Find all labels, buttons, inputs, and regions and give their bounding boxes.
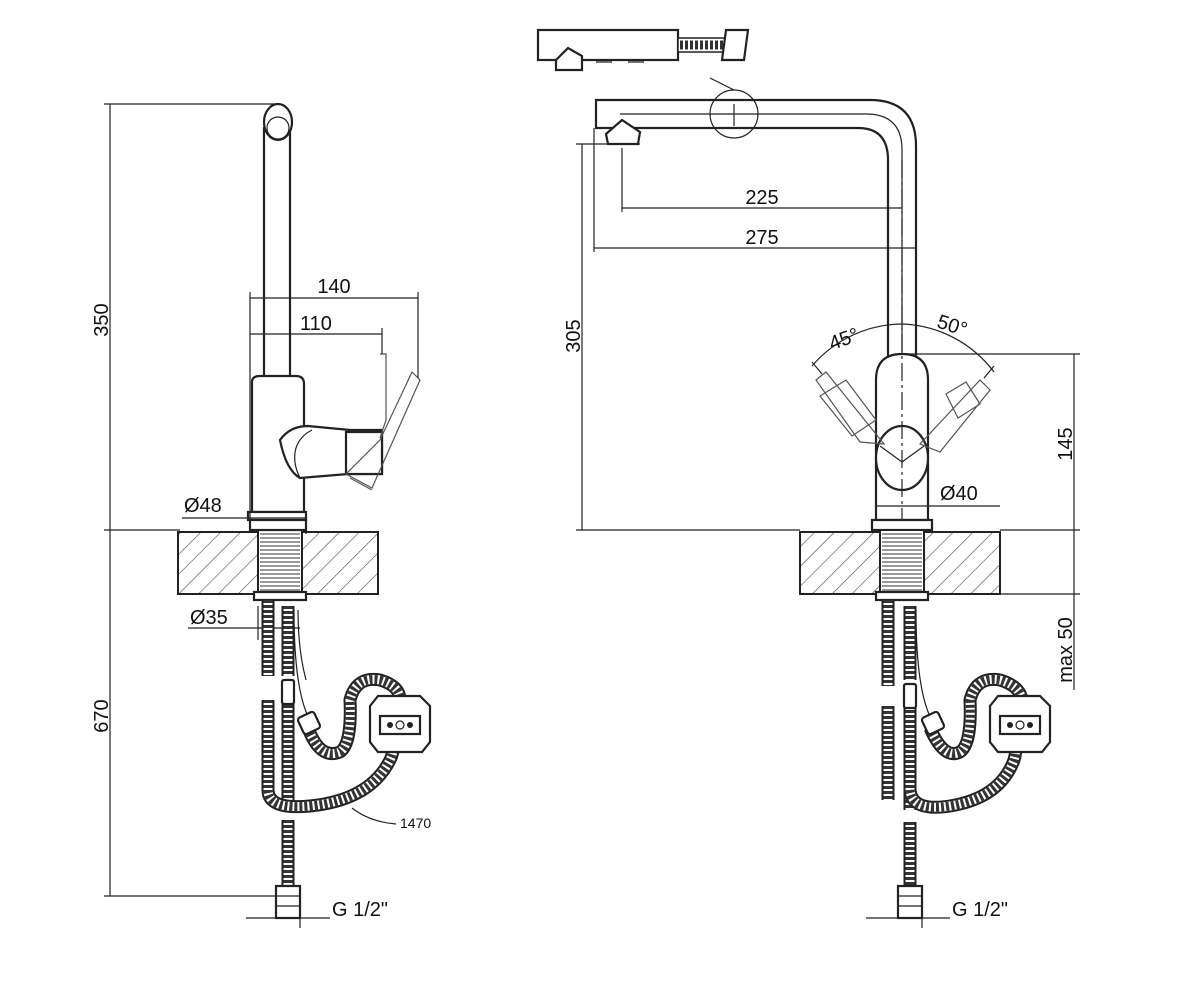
dim-g12-right: G 1/2": [952, 899, 1008, 921]
dim-225: 225: [745, 187, 778, 209]
dim-d40: Ø40: [940, 483, 978, 505]
dim-670: 670: [91, 699, 113, 732]
dim-110: 110: [300, 313, 332, 335]
dim-d48: Ø48: [184, 495, 222, 517]
dim-140: 140: [317, 276, 350, 298]
dim-angle-50: 50°: [934, 311, 970, 341]
dim-angle-45: 45°: [826, 324, 862, 355]
dim-275: 275: [745, 227, 778, 249]
left-spout-tube: [262, 118, 292, 380]
dim-max-50: max 50: [1055, 617, 1077, 683]
dim-1470: 1470: [400, 815, 431, 831]
left-view: 350 670 140 110 Ø48 Ø35: [91, 102, 431, 928]
spray-head-detached: [536, 28, 750, 72]
left-mixer-body: [250, 374, 306, 514]
left-lever-ghost: [345, 370, 421, 489]
right-view: 225 275 305 45° 50° 145: [536, 28, 1080, 928]
dim-g12-left: G 1/2": [332, 899, 388, 921]
dim-d35: Ø35: [190, 607, 228, 629]
dim-350: 350: [91, 303, 113, 336]
dim-145: 145: [1055, 427, 1077, 460]
dim-305: 305: [563, 319, 585, 352]
